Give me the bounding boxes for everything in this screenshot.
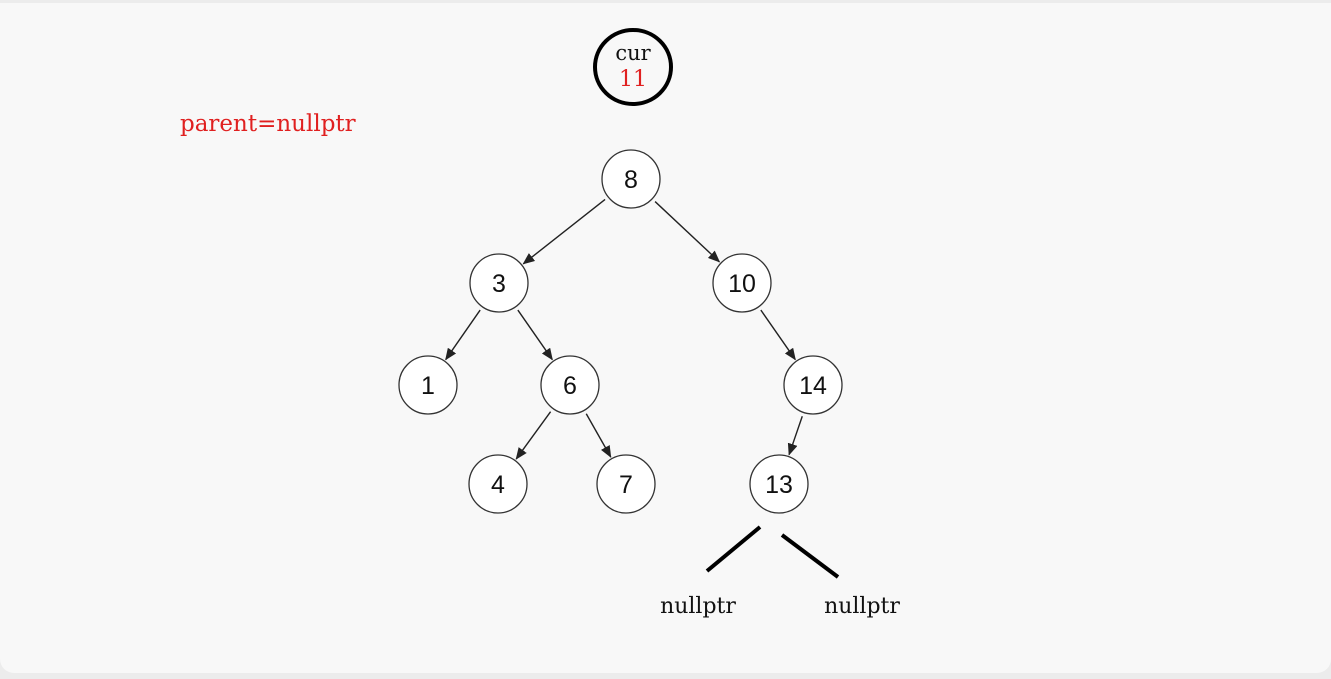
diagram-canvas: cur 11 parent=nullptr 8 3 10 1 6 14 4 7 13 nullp… <box>0 3 1331 673</box>
node-circle <box>596 454 656 514</box>
null-left-branch <box>705 525 762 573</box>
node-label: 6 <box>563 372 577 400</box>
node-circle <box>468 454 528 514</box>
edge-10-14 <box>760 309 796 361</box>
node-circle <box>398 355 458 415</box>
node-label: 8 <box>624 166 638 194</box>
null-children: nullptr nullptr <box>660 525 900 619</box>
node-label: 13 <box>765 471 793 499</box>
node-label: 3 <box>492 270 506 298</box>
null-left-label: nullptr <box>660 594 736 619</box>
node-circle <box>469 253 529 313</box>
tree-nodes: 8 3 10 1 6 14 4 7 13 <box>398 149 843 514</box>
node-circle <box>712 253 772 313</box>
edge-8-3 <box>522 198 606 265</box>
parent-label: parent=nullptr <box>180 111 356 137</box>
tree-node-3: 3 <box>469 253 529 313</box>
tree-node-8: 8 <box>601 149 661 209</box>
tree-edges <box>445 198 803 460</box>
tree-node-6: 6 <box>540 355 600 415</box>
tree-node-7: 7 <box>596 454 656 514</box>
null-right-label: nullptr <box>824 594 900 619</box>
bst-diagram: cur 11 parent=nullptr 8 3 10 1 6 14 4 7 13 nullp… <box>180 28 900 619</box>
cur-indicator: cur 11 <box>593 28 673 106</box>
node-circle <box>601 149 661 209</box>
tree-node-1: 1 <box>398 355 458 415</box>
node-label: 4 <box>491 471 505 499</box>
edge-3-1 <box>445 309 481 361</box>
node-label: 1 <box>421 372 435 400</box>
edge-6-4 <box>515 411 552 460</box>
edge-14-13 <box>787 415 803 456</box>
cur-value: 11 <box>619 67 647 92</box>
node-circle <box>540 355 600 415</box>
edge-8-10 <box>654 201 721 263</box>
node-label: 14 <box>799 372 827 400</box>
cur-circle <box>593 28 673 106</box>
tree-node-13: 13 <box>749 454 809 514</box>
edge-3-6 <box>517 309 553 361</box>
null-right-branch <box>780 533 840 579</box>
tree-node-10: 10 <box>712 253 772 313</box>
tree-node-14: 14 <box>783 355 843 415</box>
tree-node-4: 4 <box>468 454 528 514</box>
node-circle <box>783 355 843 415</box>
node-label: 7 <box>619 471 633 499</box>
cur-label: cur <box>615 41 651 65</box>
node-circle <box>749 454 809 514</box>
node-label: 10 <box>728 270 756 298</box>
edge-6-7 <box>585 413 612 458</box>
